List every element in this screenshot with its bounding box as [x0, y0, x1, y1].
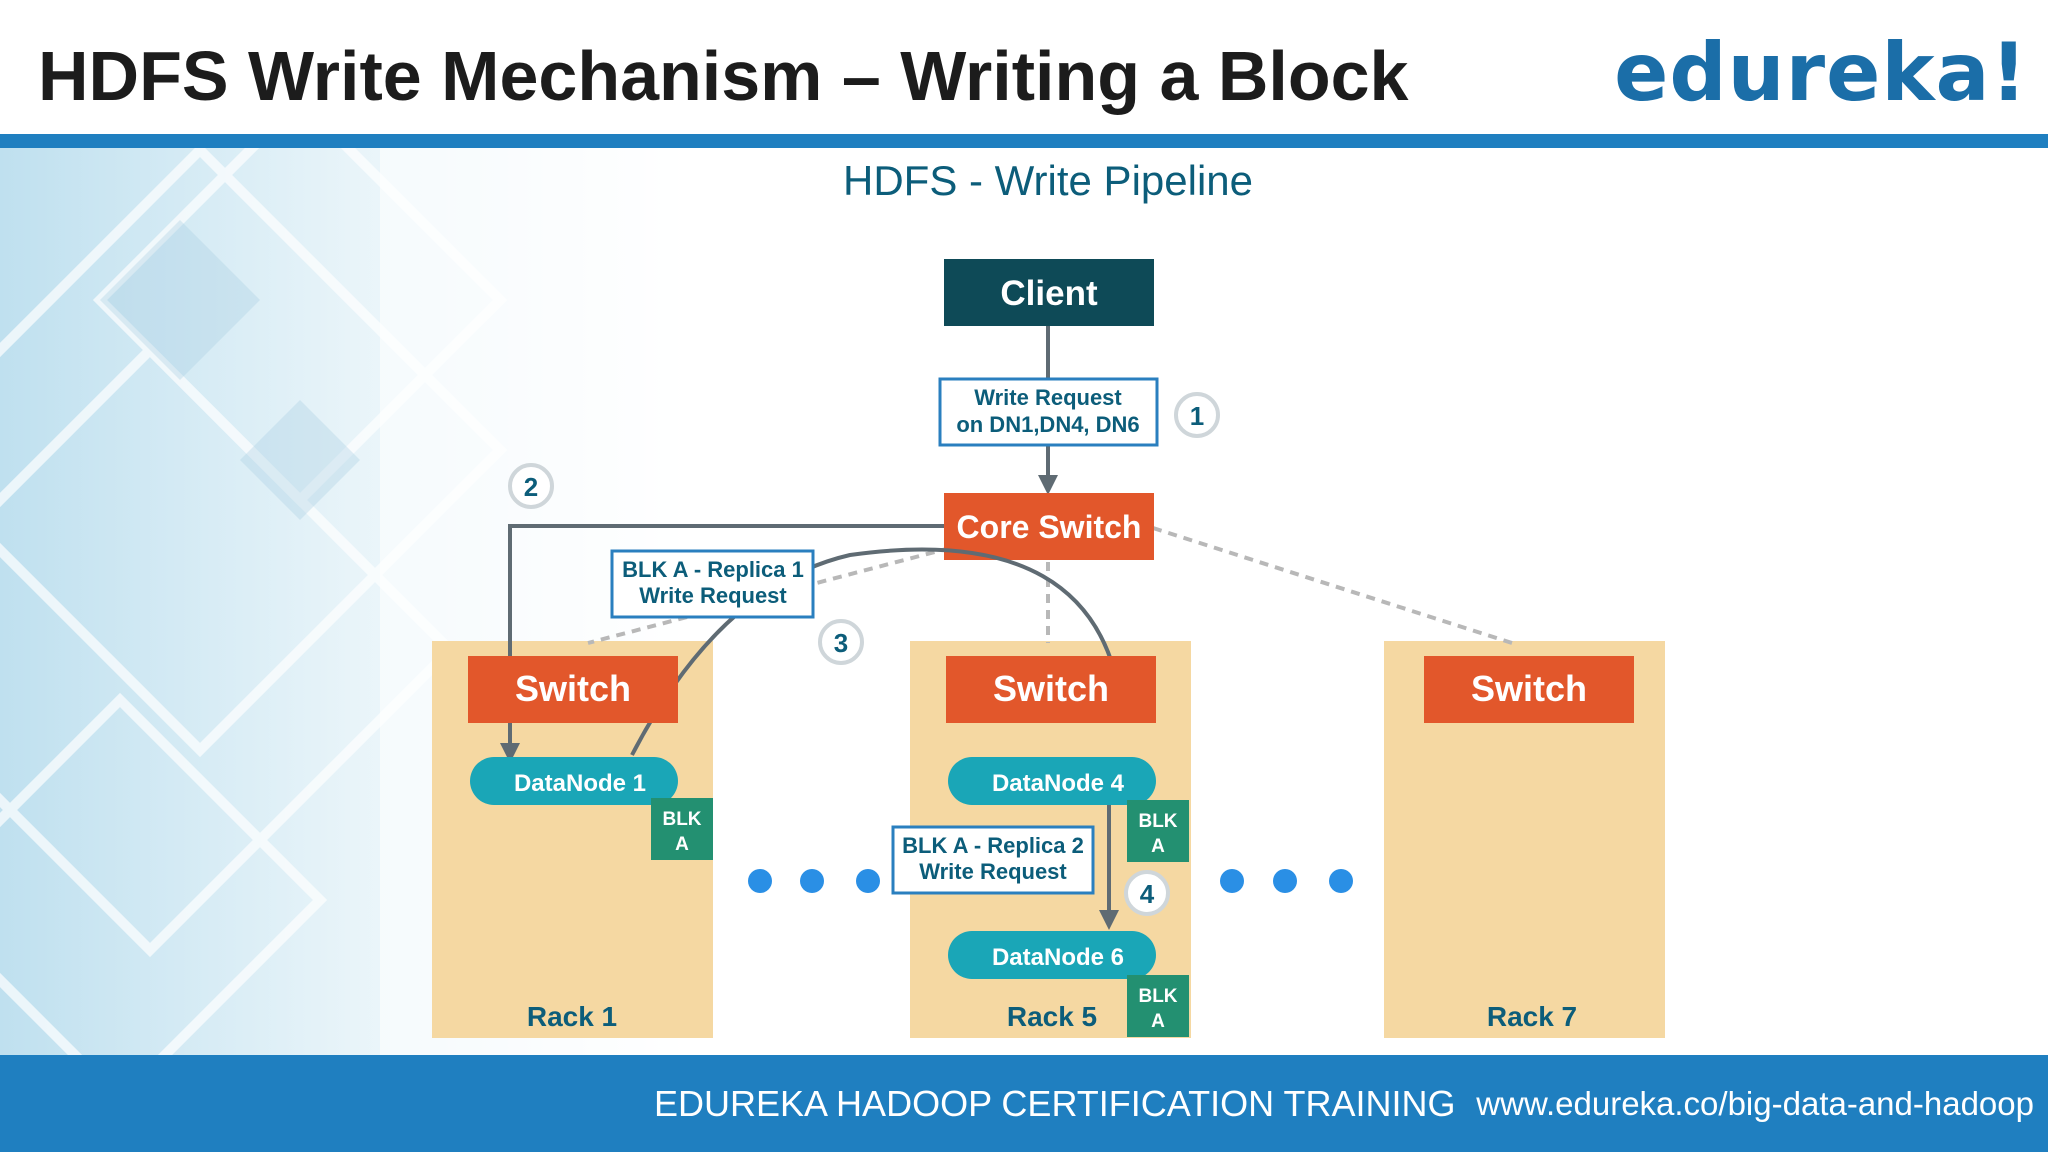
- step-badge-4: 4: [1124, 870, 1170, 916]
- ellipsis-dot: [748, 869, 772, 893]
- replica-2-box: [891, 825, 1095, 895]
- blk-a-datanode-1: [651, 798, 713, 860]
- slide-footer: EDUREKA HADOOP CERTIFICATION TRAINING ww…: [0, 1055, 2048, 1152]
- rack-1-label: Rack 1: [527, 1001, 617, 1032]
- blk-a-datanode-6: [1127, 975, 1189, 1037]
- switch-rack-5: [946, 656, 1156, 723]
- blk-a-datanode-1-line2: A: [675, 834, 689, 855]
- footer-url: www.edureka.co/big-data-and-hadoop: [1476, 1085, 2034, 1122]
- write-request-box: [938, 377, 1159, 447]
- ellipsis-dot: [800, 869, 824, 893]
- step-badge-1: 1: [1174, 392, 1220, 438]
- step-badge-3: 3: [818, 619, 864, 665]
- ellipsis-dot: [1329, 869, 1353, 893]
- replica-2-line2: Write Request: [919, 859, 1067, 884]
- header-rule: [0, 134, 2048, 148]
- rack-7-label: Rack 7: [1487, 1001, 1577, 1032]
- link-core-to-rack-1: [587, 546, 951, 645]
- ellipsis-dot: [856, 869, 880, 893]
- core-switch-label: Core Switch: [957, 509, 1142, 545]
- datanode-1: [470, 757, 678, 805]
- edureka-logo: edureka!: [1614, 26, 2028, 119]
- write-request-line2: on DN1,DN4, DN6: [956, 412, 1139, 437]
- replica-2-line1: BLK A - Replica 2: [902, 833, 1084, 858]
- blk-a-datanode-4: [1127, 800, 1189, 862]
- datanode-1-label: DataNode 1: [514, 770, 646, 797]
- blk-a-datanode-1-line1: BLK: [662, 809, 701, 830]
- switch-rack-7: [1424, 656, 1634, 723]
- rack-5-label: Rack 5: [1007, 1001, 1097, 1032]
- blk-a-datanode-4-line1: BLK: [1138, 811, 1177, 832]
- switch-rack-1: [468, 656, 678, 723]
- ellipsis-dot: [1220, 869, 1244, 893]
- datanode-4-label: DataNode 4: [992, 770, 1125, 797]
- datanode-4: [948, 757, 1156, 805]
- switch-rack-1-label: Switch: [515, 668, 631, 709]
- replica-1-box: [610, 549, 815, 619]
- arrow-datanode-1-to-datanode-4: [630, 547, 1131, 756]
- switch-rack-7-label: Switch: [1471, 668, 1587, 709]
- blk-a-datanode-6-line1: BLK: [1138, 986, 1177, 1007]
- step-badge-2-label: 2: [524, 472, 538, 502]
- client-box: [944, 259, 1154, 326]
- slide-header: HDFS Write Mechanism – Writing a Block e…: [0, 0, 2048, 134]
- step-badge-2: 2: [508, 463, 554, 509]
- step-badge-4-label: 4: [1140, 879, 1155, 909]
- step-badge-3-label: 3: [834, 628, 848, 658]
- diagram-title: HDFS - Write Pipeline: [843, 157, 1253, 204]
- step-badge-1-label: 1: [1190, 401, 1204, 431]
- footer-course-title: EDUREKA HADOOP CERTIFICATION TRAINING: [654, 1083, 1456, 1124]
- datanode-6-label: DataNode 6: [992, 944, 1124, 971]
- write-request-line1: Write Request: [974, 385, 1122, 410]
- core-switch-box: [944, 493, 1154, 560]
- link-core-to-rack-7: [1152, 526, 1513, 645]
- client-label: Client: [1000, 274, 1098, 313]
- replica-1-line2: Write Request: [639, 583, 787, 608]
- datanode-6: [948, 931, 1156, 979]
- ellipsis-dot: [1273, 869, 1297, 893]
- slide-title: HDFS Write Mechanism – Writing a Block: [38, 37, 1409, 115]
- blk-a-datanode-6-line2: A: [1151, 1011, 1165, 1032]
- blk-a-datanode-4-line2: A: [1151, 836, 1165, 857]
- replica-1-line1: BLK A - Replica 1: [622, 557, 804, 582]
- switch-rack-5-label: Switch: [993, 668, 1109, 709]
